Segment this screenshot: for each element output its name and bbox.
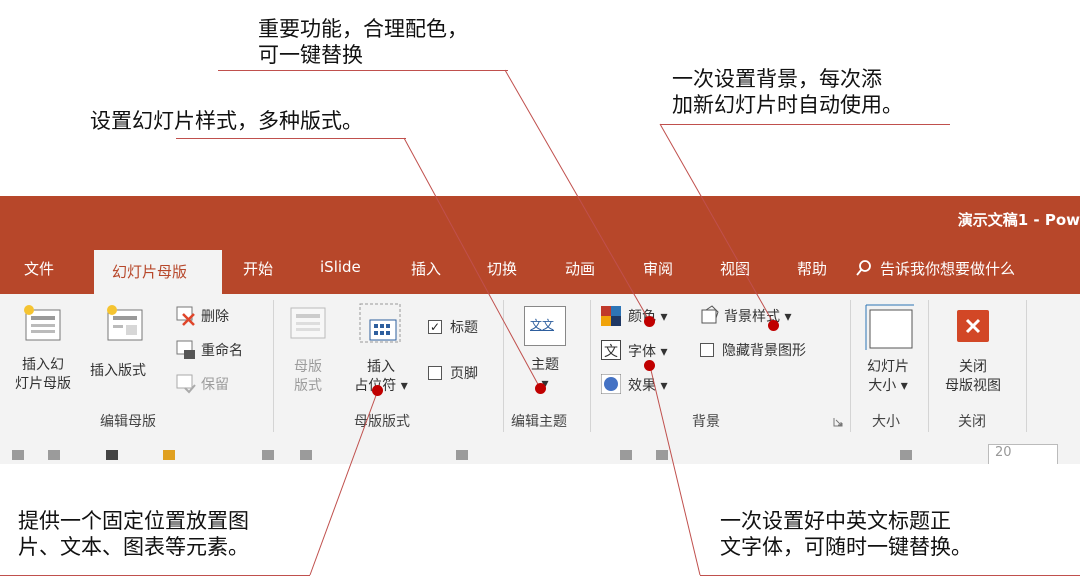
toolbar-icon[interactable]: [163, 450, 175, 460]
leader-underline-style: [176, 138, 406, 139]
insert-placeholder-icon: [359, 303, 401, 343]
tab-slide-master[interactable]: 幻灯片母版: [94, 250, 222, 294]
toolbar-icon[interactable]: [12, 450, 24, 460]
toolbar-icon[interactable]: [456, 450, 468, 460]
group-label-size: 大小: [872, 414, 900, 430]
divider: [273, 300, 274, 432]
tab-help[interactable]: 帮助: [797, 260, 828, 278]
preserve-icon: [176, 374, 196, 394]
title-checkbox-label: 标题: [450, 320, 478, 336]
toolbar-icon[interactable]: [620, 450, 632, 460]
marker-background-styles: [768, 320, 779, 331]
toolbar-icon[interactable]: [106, 450, 118, 460]
master-layout-icon: [290, 307, 326, 339]
fonts-icon-text: 文: [604, 344, 618, 360]
rename-button[interactable]: 重命名: [201, 343, 243, 359]
divider: [590, 300, 591, 432]
tab-file[interactable]: 文件: [24, 260, 55, 278]
insert-slide-master-button[interactable]: 插入幻 灯片母版: [15, 357, 71, 392]
leader-underline-important: [218, 70, 508, 71]
dialog-launcher-icon[interactable]: [833, 417, 843, 427]
rename-icon: [176, 340, 195, 359]
leader-underline-placeholder: [0, 575, 310, 576]
divider: [503, 300, 504, 432]
group-label-close: 关闭: [958, 414, 986, 430]
group-label-edit-theme: 编辑主题: [511, 414, 567, 430]
divider: [1026, 300, 1027, 432]
zoom-box[interactable]: 20: [988, 444, 1058, 464]
colors-icon: [601, 306, 621, 326]
footer-checkbox[interactable]: [428, 366, 442, 380]
effects-dropdown[interactable]: 效果 ▾: [628, 378, 668, 394]
footer-checkbox-label: 页脚: [450, 366, 478, 382]
tab-transitions[interactable]: 切换: [487, 260, 518, 278]
toolbar-icon[interactable]: [900, 450, 912, 460]
theme-button[interactable]: 主题 ▾: [531, 357, 559, 392]
callout-placeholder: 提供一个固定位置放置图 片、文本、图表等元素。: [18, 509, 249, 559]
marker-theme: [535, 383, 546, 394]
close-master-view-button[interactable]: 关闭 母版视图: [945, 359, 1001, 394]
theme-icon: [524, 306, 566, 346]
marker-insert-placeholder: [372, 385, 383, 396]
callout-fonts: 一次设置好中英文标题正 文字体，可随时一键替换。: [720, 509, 972, 559]
group-label-background: 背景: [692, 414, 720, 430]
background-styles-icon: [701, 305, 719, 324]
hide-background-checkbox[interactable]: [700, 343, 714, 357]
slide-size-button[interactable]: 幻灯片 大小 ▾: [867, 359, 909, 394]
theme-icon-text: 文文: [530, 318, 555, 332]
quick-access-toolbar: 20: [0, 436, 1080, 464]
insert-slide-master-icon: [24, 305, 61, 341]
tab-insert[interactable]: 插入: [411, 260, 442, 278]
tab-review[interactable]: 审阅: [643, 260, 674, 278]
marker-fonts: [644, 360, 655, 371]
marker-colors: [644, 316, 655, 327]
tell-me-search[interactable]: 告诉我你想要做什么: [880, 260, 1016, 278]
insert-layout-icon: [107, 305, 143, 341]
title-bar: [0, 196, 1080, 242]
document-title: 演示文稿1 - Pow: [957, 211, 1080, 229]
group-label-edit-master: 编辑母版: [100, 414, 156, 430]
preserve-button[interactable]: 保留: [201, 377, 229, 393]
hide-background-label: 隐藏背景图形: [722, 343, 806, 359]
close-master-view-icon: [957, 310, 989, 342]
title-checkbox[interactable]: ✓: [428, 320, 442, 334]
delete-button[interactable]: 删除: [201, 309, 229, 325]
leader-underline-fonts: [700, 575, 1080, 576]
effects-icon: [601, 374, 621, 394]
fonts-dropdown[interactable]: 字体 ▾: [628, 344, 668, 360]
toolbar-icon[interactable]: [656, 450, 668, 460]
callout-background: 一次设置背景，每次添 加新幻灯片时自动使用。: [672, 67, 903, 117]
tab-view[interactable]: 视图: [720, 260, 751, 278]
tab-home[interactable]: 开始: [243, 260, 274, 278]
tab-islide[interactable]: iSlide: [320, 258, 361, 276]
divider: [928, 300, 929, 432]
insert-layout-button[interactable]: 插入版式: [90, 363, 146, 379]
toolbar-icon[interactable]: [262, 450, 274, 460]
master-layout-button[interactable]: 母版 版式: [294, 359, 322, 394]
toolbar-icon[interactable]: [48, 450, 60, 460]
divider: [850, 300, 851, 432]
callout-slide-style: 设置幻灯片样式，多种版式。: [90, 109, 363, 133]
callout-important-feature: 重要功能，合理配色， 可一键替换: [258, 17, 468, 67]
search-icon[interactable]: [856, 259, 872, 277]
leader-underline-background: [660, 124, 950, 125]
fonts-icon: [601, 340, 621, 360]
delete-icon: [176, 306, 195, 326]
toolbar-icon[interactable]: [300, 450, 312, 460]
tab-animations[interactable]: 动画: [565, 260, 596, 278]
slide-size-icon: [865, 304, 914, 350]
